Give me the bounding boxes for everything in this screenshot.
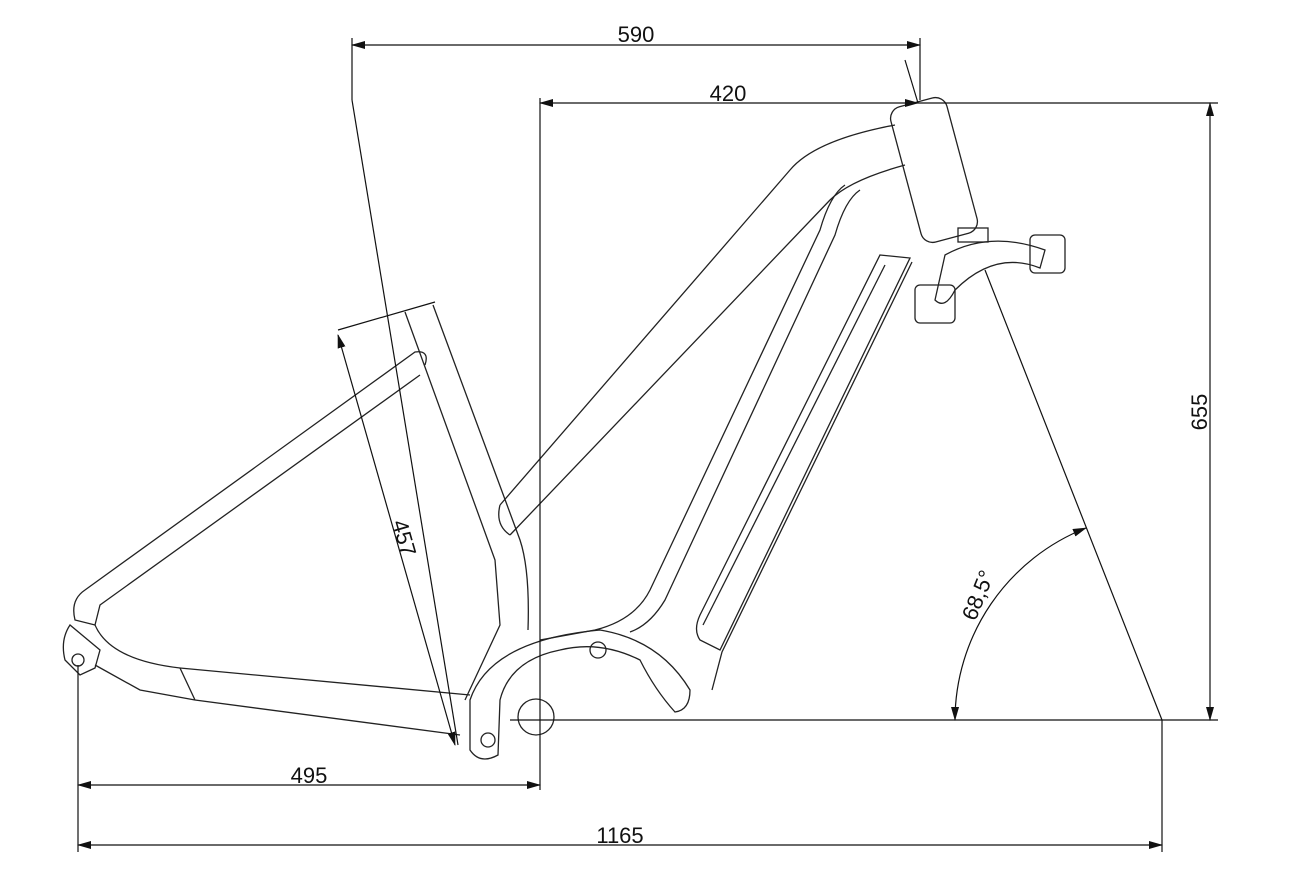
seatstay (73, 351, 427, 626)
down-tube (539, 184, 846, 641)
chainstay (94, 624, 471, 696)
head-tube (889, 96, 979, 244)
head-angle-label: 68,5° (957, 567, 1000, 624)
dim-590-label: 590 (618, 22, 655, 47)
stem (934, 240, 1046, 304)
bottom-bracket (517, 698, 555, 736)
dim-495-label: 495 (291, 763, 328, 788)
bike-frame (62, 96, 1066, 760)
head-angle-arc (951, 527, 1087, 721)
battery (695, 254, 911, 651)
dim-1165-label: 1165 (596, 823, 643, 848)
dim-420-label: 420 (710, 81, 747, 106)
dimensions: 590 420 655 457 68,5° 495 1165 (77, 22, 1218, 852)
rear-dropout (62, 624, 101, 676)
dim-457-line (337, 334, 456, 746)
dim-457-label: 457 (387, 517, 421, 559)
top-tube (499, 124, 896, 506)
dim-655-label: 655 (1187, 394, 1212, 431)
motor-housing (469, 629, 691, 760)
